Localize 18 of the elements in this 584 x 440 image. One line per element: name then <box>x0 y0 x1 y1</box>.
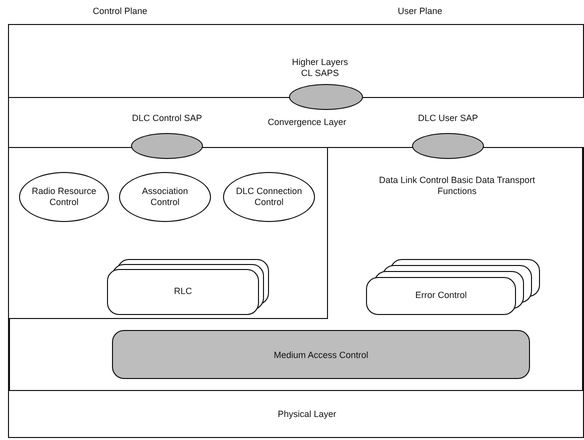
function-ellipse: Association Control <box>119 172 211 222</box>
layer-band <box>8 390 584 438</box>
sap-label: DLC User SAP <box>416 113 480 124</box>
layer-title: Physical Layer <box>276 409 338 420</box>
function-ellipse: DLC Connection Control <box>223 172 315 222</box>
sap-label: DLC Control SAP <box>130 113 204 124</box>
function-ellipse: Radio Resource Control <box>19 172 109 222</box>
layer-title: Higher Layers CL SAPS <box>290 57 350 79</box>
plane-region <box>8 147 328 319</box>
layer-title: Convergence Layer <box>266 117 348 128</box>
layer-title: Data Link Control Basic Data Transport Functions <box>378 175 536 197</box>
stacked-box <box>366 259 540 315</box>
layer-box: Medium Access Control <box>112 330 530 379</box>
box-label: RLC <box>172 286 193 297</box>
plane-heading: Control Plane <box>92 6 148 17</box>
stacked-box <box>107 259 269 315</box>
plane-heading: User Plane <box>396 6 444 17</box>
box-label: Error Control <box>414 290 468 301</box>
